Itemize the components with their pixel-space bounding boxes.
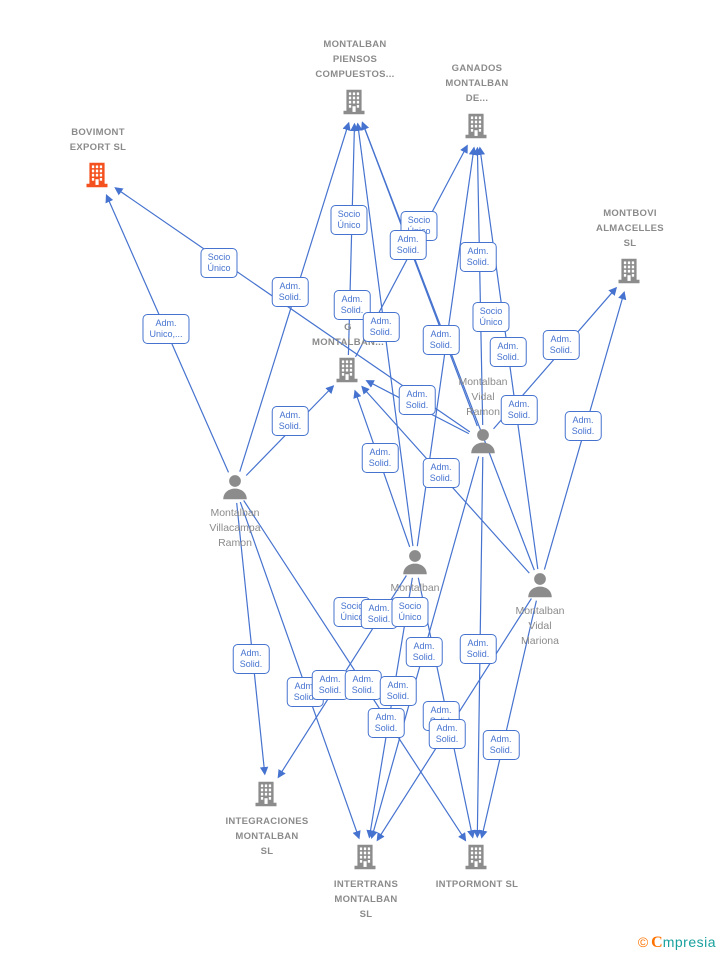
node-piensos[interactable] xyxy=(340,88,370,118)
copyright-symbol: © xyxy=(637,934,649,950)
relationship-label: Adm.Solid. xyxy=(428,719,466,749)
relationship-label: Adm.Solid. xyxy=(389,230,427,260)
person-icon xyxy=(403,550,427,575)
relationship-edge-vidal_ramon-ganados xyxy=(473,146,484,426)
node-montbovi[interactable] xyxy=(615,257,645,287)
person-icon xyxy=(223,475,247,500)
building-icon xyxy=(354,844,376,870)
building-icon xyxy=(86,162,108,188)
relationship-label: Adm.Solid. xyxy=(405,637,443,667)
node-villacampa[interactable] xyxy=(220,472,250,502)
building-icon xyxy=(465,113,487,139)
relationship-label: Adm.Solid. xyxy=(362,312,400,342)
person-icon xyxy=(471,429,495,454)
building-icon xyxy=(255,781,277,807)
brand-name: mpresia xyxy=(662,934,716,950)
node-vidal[interactable] xyxy=(400,547,430,577)
relationship-label: Adm.Solid. xyxy=(398,385,436,415)
node-gmontalban[interactable] xyxy=(333,356,363,386)
person-icon xyxy=(528,573,552,598)
relationship-label: Adm.Solid. xyxy=(311,670,349,700)
relationship-edge-villacampa-intertrans xyxy=(239,501,361,840)
relationship-label: Adm.Solid. xyxy=(500,395,538,425)
node-intertrans[interactable] xyxy=(351,843,381,873)
building-icon xyxy=(618,258,640,284)
relationship-label: Adm.Solid. xyxy=(422,458,460,488)
node-bovimont[interactable] xyxy=(83,161,113,191)
relationship-label: Adm.Solid. xyxy=(271,277,309,307)
relationship-label: Adm.Solid. xyxy=(344,670,382,700)
building-icon xyxy=(336,357,358,383)
relationship-edge-gmontalban-piensos xyxy=(347,122,359,356)
building-icon xyxy=(343,89,365,115)
relationship-label: Adm.Solid. xyxy=(361,443,399,473)
watermark[interactable]: ©Cmpresia xyxy=(638,934,716,952)
relationship-label: Adm.Solid. xyxy=(564,411,602,441)
node-integraciones[interactable] xyxy=(252,780,282,810)
relationship-label: Adm.Solid. xyxy=(459,242,497,272)
relationship-label: Adm.Solid. xyxy=(542,330,580,360)
relationship-label: Adm.Solid. xyxy=(379,676,417,706)
relationship-label: Adm.Solid. xyxy=(482,730,520,760)
relationship-edge-villacampa-integraciones xyxy=(236,502,269,776)
relationship-label: Adm.Unico,... xyxy=(142,314,190,344)
node-ganados[interactable] xyxy=(462,112,492,142)
brand-logo-letter: C xyxy=(651,934,663,951)
building-icon xyxy=(465,844,487,870)
relationship-label: Adm.Solid. xyxy=(271,406,309,436)
node-vidal_ramon[interactable] xyxy=(468,426,498,456)
relationship-label: Adm.Solid. xyxy=(360,599,398,629)
relationship-label: Adm.Solid. xyxy=(489,337,527,367)
relationship-label: Adm.Solid. xyxy=(232,644,270,674)
node-vidal_mariona[interactable] xyxy=(525,570,555,600)
relationship-label: Adm.Solid. xyxy=(459,634,497,664)
relationship-edge-vidal_mariona-intpormont xyxy=(479,600,537,839)
node-intpormont[interactable] xyxy=(462,843,492,873)
relationship-label: Adm.Solid. xyxy=(367,708,405,738)
relationship-label: Adm.Solid. xyxy=(422,325,460,355)
